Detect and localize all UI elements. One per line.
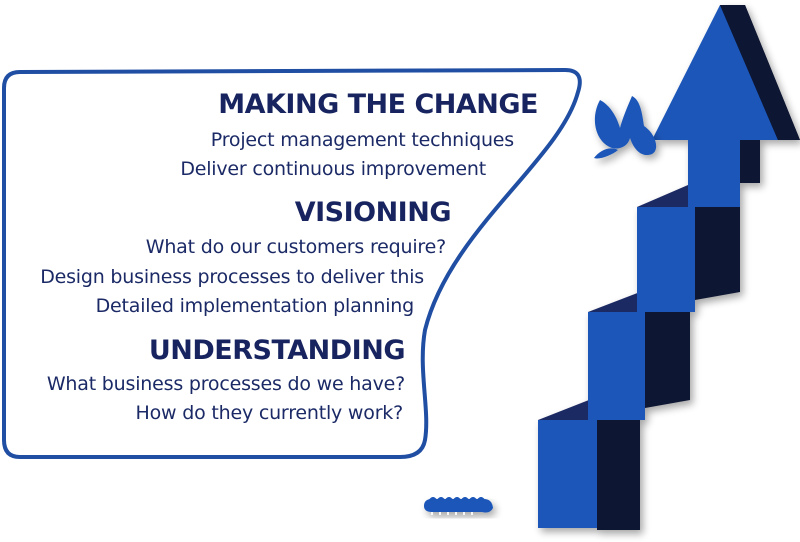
caterpillar-icon	[424, 497, 493, 515]
section-visioning-items: Detailed implementation planning	[95, 291, 415, 321]
section-heading: VISIONING	[294, 197, 452, 228]
section-visioning-items: What do our customers require?	[146, 232, 446, 262]
list-item: Deliver continuous improvement	[180, 158, 486, 180]
section-heading: MAKING THE CHANGE	[218, 89, 538, 120]
arrow-front-face	[588, 312, 645, 420]
arrow-front-face	[538, 420, 597, 528]
list-item: Detailed implementation planning	[95, 295, 415, 317]
arrow-head	[652, 5, 778, 207]
list-item: What do our customers require?	[145, 236, 446, 258]
list-item: Project management techniques	[210, 129, 514, 151]
section-making-the-change-items: Deliver continuous improvement	[180, 154, 486, 184]
arrow-front-face	[637, 207, 695, 312]
section-visioning-items: Design business processes to deliver thi…	[40, 262, 424, 292]
section-understanding-items: What business processes do we have?	[47, 369, 405, 399]
list-item: What business processes do we have?	[46, 373, 405, 395]
list-item: Design business processes to deliver thi…	[40, 266, 424, 288]
stair-arrow-icon	[538, 5, 800, 530]
content-frame-outline	[2, 68, 582, 459]
butterfly-icon	[594, 96, 657, 159]
section-making-the-change: MAKING THE CHANGE	[218, 89, 538, 121]
list-item: How do they currently work?	[135, 402, 404, 424]
section-visioning: VISIONING	[294, 197, 452, 229]
section-making-the-change-items: Project management techniques	[211, 125, 514, 155]
section-understanding: UNDERSTANDING	[148, 335, 406, 367]
section-heading: UNDERSTANDING	[148, 335, 406, 366]
section-understanding-items: How do they currently work?	[135, 398, 404, 428]
